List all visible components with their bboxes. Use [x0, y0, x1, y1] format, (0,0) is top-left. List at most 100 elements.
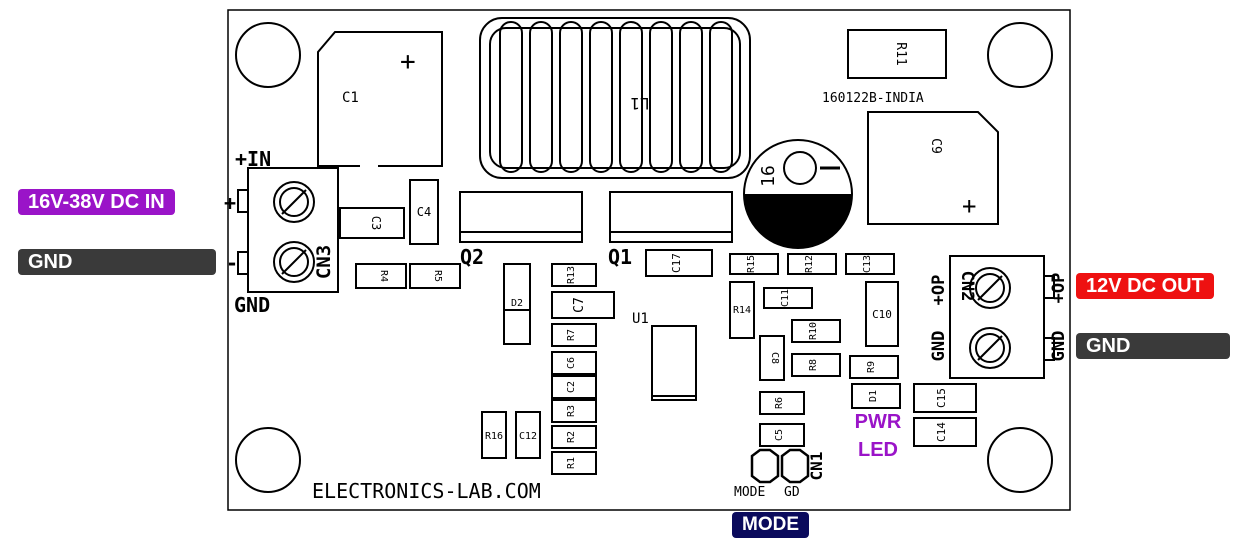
label-r6: R6	[774, 397, 785, 409]
led-d1	[851, 383, 901, 409]
label-r3: R3	[566, 405, 577, 417]
pcb-code: 160122B-INDIA	[822, 91, 924, 106]
resistor-r7	[551, 323, 597, 347]
label-r9: R9	[866, 361, 877, 373]
resistor-r1	[551, 451, 597, 475]
label-gnd-in: GND	[234, 293, 270, 317]
resistor-r2	[551, 425, 597, 449]
label-c12: C12	[519, 431, 537, 442]
label-d2: D2	[511, 298, 523, 309]
resistor-r14	[729, 281, 755, 339]
ic-u1	[651, 325, 697, 401]
mounting-hole-tl	[235, 22, 301, 88]
label-c3: C3	[369, 216, 383, 230]
label-r13: R13	[566, 266, 577, 284]
label-cn1: CN1	[807, 452, 826, 481]
label-l1: L1	[630, 94, 649, 113]
label-pin-minus: -	[226, 251, 238, 275]
label-u1: U1	[632, 311, 649, 327]
label-q2: Q2	[460, 245, 484, 269]
transistor-q2	[459, 191, 583, 243]
label-c6: C6	[566, 357, 577, 369]
cap-round	[743, 139, 853, 249]
label-cn3: CN3	[313, 245, 335, 279]
cap-c1	[317, 31, 443, 167]
label-gd-silk: GD	[784, 485, 800, 500]
resistor-r5	[409, 263, 461, 289]
label-c13: C13	[862, 255, 873, 273]
label-c15: C15	[935, 388, 948, 408]
mounting-hole-br	[987, 427, 1053, 493]
cap-c14	[913, 417, 977, 447]
cap-c7	[551, 291, 615, 319]
label-mode-silk: MODE	[734, 485, 765, 500]
cap-c12	[515, 411, 541, 459]
label-c7: C7	[572, 297, 587, 313]
label-d1: D1	[868, 390, 879, 402]
cap-c5	[759, 423, 805, 447]
cap-c8	[759, 335, 785, 381]
label-gnd-out-right: GND	[1049, 331, 1069, 362]
resistor-r12	[787, 253, 837, 275]
resistor-r10	[791, 319, 841, 343]
label-r15: R15	[746, 255, 757, 273]
label-cn2: CN2	[957, 271, 977, 302]
header-cn1	[750, 448, 810, 484]
label-r10: R10	[808, 322, 819, 340]
label-q1: Q1	[608, 245, 632, 269]
terminal-cn2	[949, 255, 1055, 379]
label-r16: R16	[485, 431, 503, 442]
label-c2: C2	[566, 381, 577, 393]
label-r5: R5	[432, 270, 443, 282]
inductor-l1	[479, 17, 751, 179]
label-r11: R11	[893, 42, 908, 65]
resistor-r8	[791, 353, 841, 377]
cap-c4	[409, 179, 439, 245]
label-r2: R2	[566, 431, 577, 443]
label-c1-plus: +	[400, 47, 416, 77]
diode-d2	[503, 263, 531, 345]
cap-c10	[865, 281, 899, 347]
label-cap16: 16	[758, 165, 779, 187]
label-op-plus-left: +OP	[929, 275, 949, 306]
label-c11: C11	[780, 289, 791, 307]
pwr-led-label-line1: PWR	[854, 411, 902, 433]
label-r4: R4	[378, 270, 389, 282]
label-c17: C17	[670, 253, 683, 273]
cap-c17	[645, 249, 713, 277]
output-voltage-label: 12V DC OUT	[1076, 273, 1214, 299]
label-r8: R8	[808, 359, 819, 371]
input-voltage-label: 16V-38V DC IN	[18, 189, 175, 215]
label-c4: C4	[417, 205, 431, 219]
label-c9-plus: +	[962, 192, 976, 220]
resistor-r6	[759, 391, 805, 415]
label-gnd-out-left: GND	[929, 331, 949, 362]
mounting-hole-bl	[235, 427, 301, 493]
label-r7: R7	[566, 329, 577, 341]
cap-c2	[551, 375, 597, 399]
label-r1: R1	[566, 457, 577, 469]
resistor-r9	[849, 355, 899, 379]
label-c14: C14	[935, 422, 948, 442]
brand-text: ELECTRONICS-LAB.COM	[312, 479, 541, 503]
cap-c6	[551, 351, 597, 375]
label-c5: C5	[774, 429, 785, 441]
label-c8: C8	[769, 352, 780, 364]
resistor-r3	[551, 399, 597, 423]
terminal-cn3	[237, 167, 339, 293]
cap-c11	[763, 287, 813, 309]
transistor-q1	[609, 191, 733, 243]
resistor-r16	[481, 411, 507, 459]
label-pin-plus: +	[224, 191, 236, 215]
label-c10: C10	[872, 308, 892, 321]
resistor-r11	[847, 29, 947, 79]
mounting-hole-tr	[987, 22, 1053, 88]
cap-c13	[845, 253, 895, 275]
cap-c15	[913, 383, 977, 413]
label-c9: C9	[928, 138, 943, 154]
resistor-r13	[551, 263, 597, 287]
mode-label: MODE	[732, 512, 809, 538]
resistor-r4	[355, 263, 407, 289]
label-r14: R14	[733, 305, 751, 316]
